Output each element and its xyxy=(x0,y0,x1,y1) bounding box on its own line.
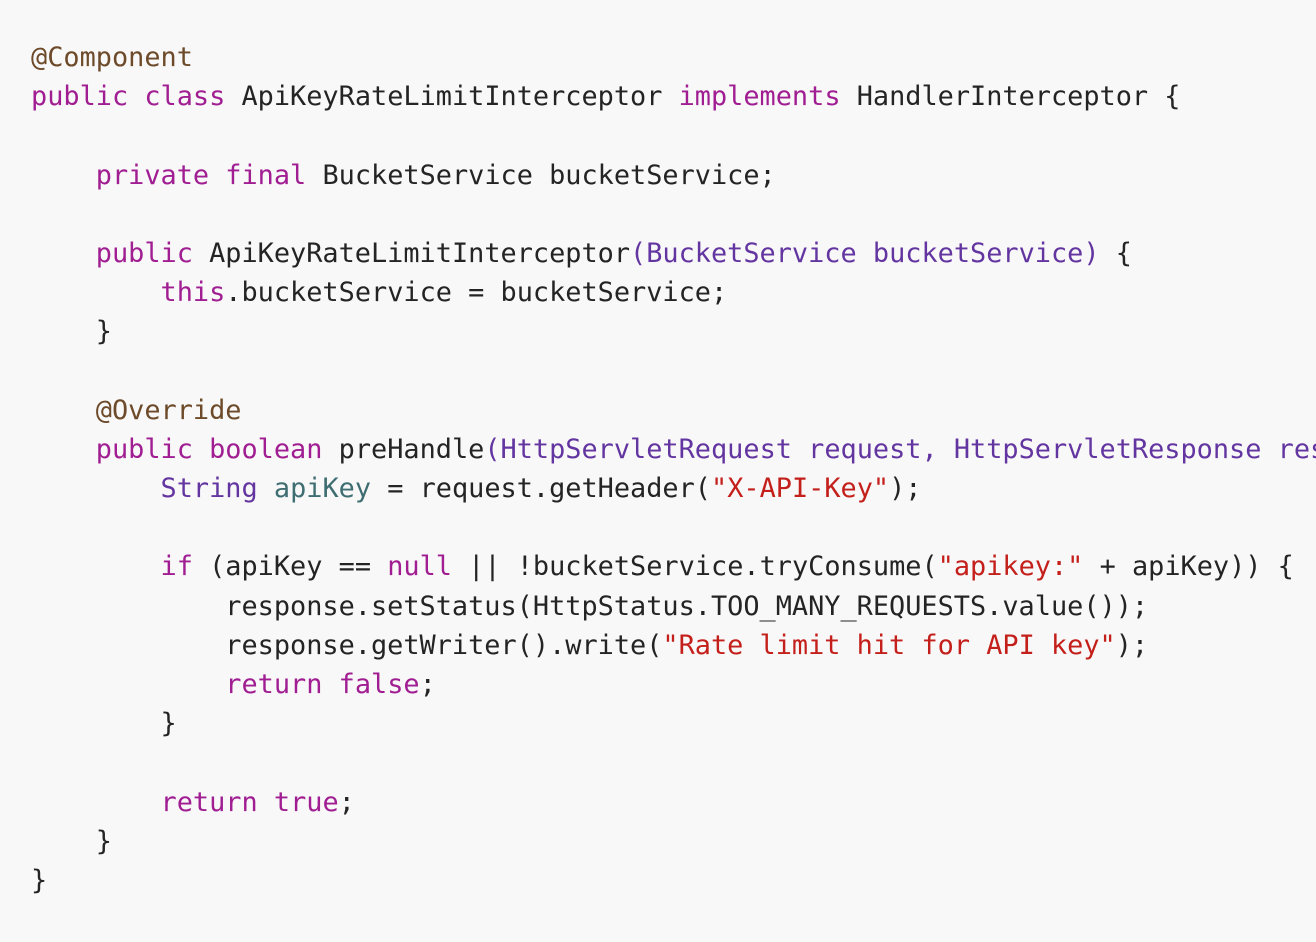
code-token: implements xyxy=(678,81,841,113)
code-token: = request.getHeader( xyxy=(371,473,711,505)
code-token: ApiKeyRateLimitInterceptor xyxy=(192,237,631,269)
code-token: apiKey xyxy=(273,473,372,505)
code-token: @Override xyxy=(95,394,242,426)
code-token: ; xyxy=(338,786,355,818)
code-token: (HttpServletRequest request, HttpServlet… xyxy=(484,433,1316,465)
code-token xyxy=(31,238,96,269)
code-line xyxy=(31,352,1316,391)
code-line xyxy=(31,508,1316,547)
code-token xyxy=(31,473,161,504)
code-token: BucketService bucketService; xyxy=(306,159,776,191)
code-line: this.bucketService = bucketService; xyxy=(31,273,1316,312)
code-line: return true; xyxy=(31,783,1316,822)
code-token: || !bucketService.tryConsume( xyxy=(451,551,938,583)
code-token: ); xyxy=(889,473,922,505)
code-line: return false; xyxy=(31,665,1316,704)
code-token xyxy=(258,473,274,504)
code-token xyxy=(31,787,161,818)
code-token: String xyxy=(160,473,258,505)
code-token: .bucketService = bucketService; xyxy=(225,277,728,309)
code-token: public xyxy=(95,433,193,465)
code-token: response.getWriter().write( xyxy=(31,629,663,661)
code-token xyxy=(31,669,225,700)
code-token: private xyxy=(95,159,210,191)
code-token: { xyxy=(1099,237,1132,269)
code-line: } xyxy=(31,861,1316,900)
code-token xyxy=(31,160,96,191)
code-line: public class ApiKeyRateLimitInterceptor … xyxy=(31,77,1316,116)
code-token: + apiKey)) { xyxy=(1083,551,1294,583)
code-line: } xyxy=(31,312,1316,351)
code-line: if (apiKey == null || !bucketService.try… xyxy=(31,547,1316,586)
code-token: if xyxy=(160,551,193,583)
code-token xyxy=(31,551,161,582)
code-token xyxy=(258,787,274,818)
code-token: return xyxy=(160,786,258,818)
code-line xyxy=(31,116,1316,155)
code-token: ; xyxy=(419,669,436,700)
code-token: class xyxy=(144,81,226,113)
code-line xyxy=(31,743,1316,782)
code-token: boolean xyxy=(209,433,323,465)
code-token: false xyxy=(338,669,420,700)
code-token: "Rate limit hit for API key" xyxy=(662,629,1116,661)
code-token: this xyxy=(160,277,226,309)
code-token: } xyxy=(31,316,112,348)
code-token: (apiKey == xyxy=(192,551,388,583)
code-token: } xyxy=(31,825,112,857)
code-line: String apiKey = request.getHeader("X-API… xyxy=(31,469,1316,508)
code-token: true xyxy=(273,786,339,818)
code-token: public xyxy=(31,81,129,113)
code-token: ); xyxy=(1115,629,1149,661)
code-token: return xyxy=(225,669,323,700)
code-line xyxy=(31,195,1316,234)
code-line: response.setStatus(HttpStatus.TOO_MANY_R… xyxy=(31,587,1316,626)
code-token: null xyxy=(387,551,452,583)
code-line: } xyxy=(31,704,1316,743)
code-token: "apikey:" xyxy=(937,551,1084,583)
code-line: private final BucketService bucketServic… xyxy=(31,156,1316,195)
code-token xyxy=(322,669,338,700)
code-token: final xyxy=(225,159,307,191)
code-token: (BucketService bucketService) xyxy=(630,237,1100,269)
code-token: "X-API-Key" xyxy=(711,473,890,505)
code-token xyxy=(31,277,161,308)
code-token xyxy=(209,160,225,191)
code-token xyxy=(31,434,96,465)
code-line: @Component xyxy=(31,38,1316,77)
code-token: preHandle xyxy=(322,433,485,465)
code-line: public ApiKeyRateLimitInterceptor(Bucket… xyxy=(31,234,1316,273)
code-token: } xyxy=(31,864,48,896)
code-line: public boolean preHandle(HttpServletRequ… xyxy=(31,430,1316,469)
code-token xyxy=(193,434,209,465)
code-token: @Component xyxy=(31,42,193,73)
code-line: @Override xyxy=(31,391,1316,430)
code-token: response.setStatus(HttpStatus.TOO_MANY_R… xyxy=(31,590,1149,622)
code-token xyxy=(31,395,96,426)
code-token: ApiKeyRateLimitInterceptor xyxy=(225,81,679,113)
code-line: response.getWriter().write("Rate limit h… xyxy=(31,626,1316,665)
code-token xyxy=(128,81,144,112)
code-token: HandlerInterceptor { xyxy=(840,81,1181,113)
code-token: public xyxy=(95,237,193,269)
code-token: } xyxy=(31,708,177,740)
code-text[interactable]: @Component public class ApiKeyRateLimitIn… xyxy=(31,38,1316,900)
code-line: } xyxy=(31,822,1316,861)
